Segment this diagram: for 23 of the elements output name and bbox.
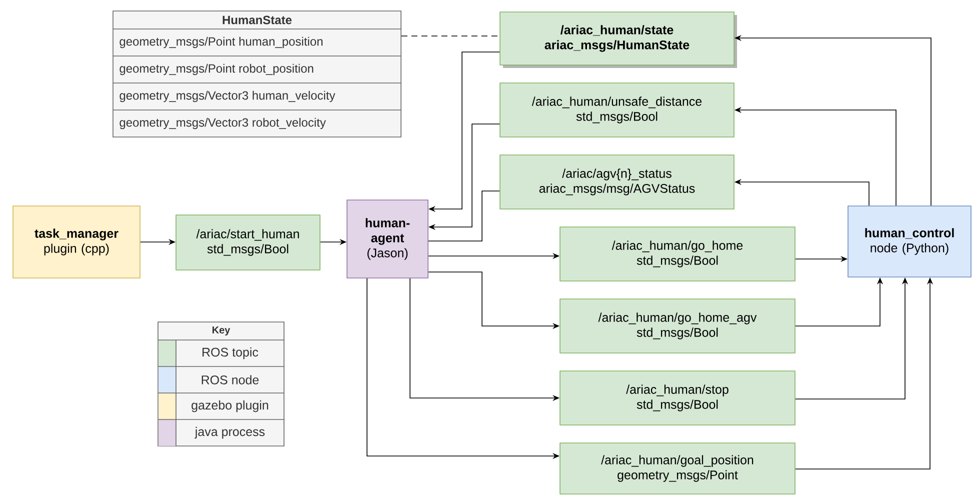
topic-box: /ariac/agv{n}_status ariac_msgs/msg/AGVStatus — [500, 154, 734, 210]
plugin-box: task_manager plugin (cpp) — [12, 206, 140, 278]
legend-label: gazebo plugin — [192, 400, 268, 412]
legend-title: Key — [212, 326, 230, 336]
table-row: geometry_msgs/Point human_position — [120, 36, 322, 48]
legend-label: ROS node — [202, 375, 259, 384]
topic-box: /ariac_human/unsafe_distance std_msgs/Bool — [500, 82, 734, 138]
process-box: human-agent (Jason) — [346, 200, 428, 278]
table-row: geometry_msgs/Vector3 robot_velocity — [120, 118, 326, 130]
topic-box: /ariac_human/stop std_msgs/Bool — [560, 370, 796, 426]
topic-box: /ariac_human/goal_position geometry_msgs/Point — [560, 442, 796, 494]
table-header: HumanState — [222, 16, 292, 24]
legend-label: java process — [194, 426, 265, 439]
topic-box: /ariac/start_human std_msgs/Bool — [176, 214, 320, 270]
legend-label: ROS topic — [202, 347, 258, 360]
table-row: geometry_msgs/Vector3 human_velocity — [120, 90, 336, 102]
connector — [428, 190, 500, 242]
topic-box: /ariac_human/state ariac_msgs/HumanState — [500, 12, 738, 68]
topic-box: /ariac_human/go_home std_msgs/Bool — [560, 226, 796, 282]
node-box: human_control node (Python) — [848, 206, 972, 278]
table-row: geometry_msgs/Point robot_position — [120, 64, 314, 76]
topic-box: /ariac_human/go_home_agv std_msgs/Bool — [560, 298, 796, 354]
table — [112, 10, 402, 138]
